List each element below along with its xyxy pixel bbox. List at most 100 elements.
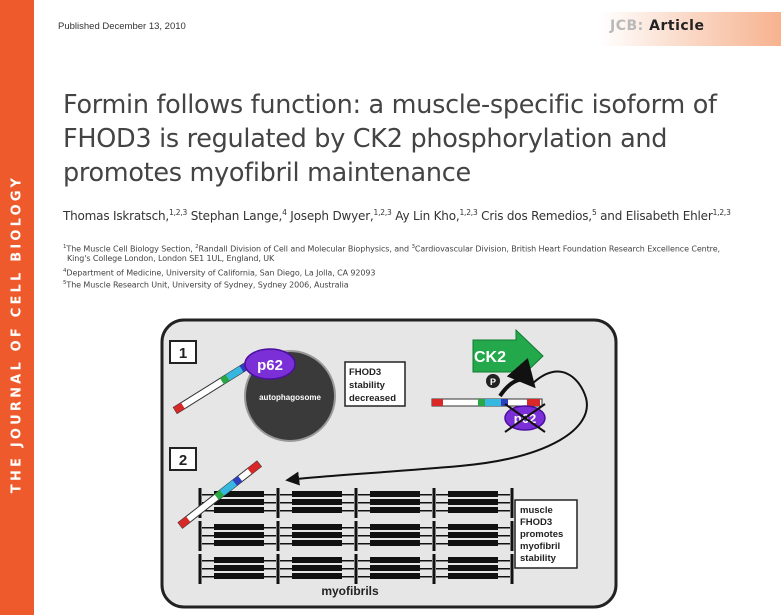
z-disc — [198, 554, 202, 584]
box-text: stability — [349, 380, 386, 391]
thick-filament — [370, 532, 420, 538]
affil-sup: 2 — [195, 244, 199, 250]
thick-filament — [292, 524, 342, 530]
journal-sidebar: THE JOURNAL OF CELL BIOLOGY — [0, 0, 34, 615]
z-disc — [354, 521, 358, 551]
fhod3-phosphorylated — [431, 398, 543, 407]
thick-filament — [448, 524, 498, 530]
author-affil-sup: 1,2,3 — [459, 208, 478, 217]
myofibrils-label: myofibrils — [321, 584, 379, 598]
panel-number-box — [169, 447, 197, 471]
thick-filament — [214, 499, 264, 505]
z-disc — [354, 554, 358, 584]
affil-text: Cardiovascular Division, British Heart F… — [414, 244, 720, 254]
affil-sup: 1 — [63, 244, 67, 250]
journal-brand: JCB: Article — [610, 18, 704, 34]
thick-filament — [370, 499, 420, 505]
title-line: promotes myofibril maintenance — [63, 158, 471, 188]
panel-number-2: 2 — [179, 452, 187, 469]
journal-short: JCB: — [610, 18, 644, 34]
graphical-abstract: 1 autophagosome p62 FHOD3 stability decr… — [160, 318, 618, 609]
author-name: Cris dos Remedios, — [481, 209, 592, 223]
affil-text: The Muscle Cell Biology Section, — [66, 244, 196, 254]
published-date: Published December 13, 2010 — [58, 21, 186, 32]
z-disc — [432, 554, 436, 584]
article-section: Article — [649, 18, 705, 34]
z-disc — [198, 521, 202, 551]
thick-filament — [292, 532, 342, 538]
thick-filament — [292, 491, 342, 497]
thick-filament — [370, 565, 420, 571]
promotes-stability-box — [514, 499, 578, 569]
author-list: Thomas Iskratsch,1,2,3 Stephan Lange,4 J… — [63, 208, 773, 223]
header-band — [600, 12, 781, 46]
affil-text: Randall Division of Cell and Molecular B… — [198, 244, 412, 254]
thick-filament — [370, 573, 420, 579]
affiliation-line: 1The Muscle Cell Biology Section, 2Randa… — [63, 241, 763, 256]
thick-filament — [448, 499, 498, 505]
thick-filament — [448, 540, 498, 546]
thick-filament — [448, 532, 498, 538]
curved-arrow-icon — [498, 357, 536, 398]
phospho-label: P — [490, 377, 496, 387]
thick-filament — [214, 557, 264, 563]
thick-filament — [448, 565, 498, 571]
author-name: Joseph Dwyer, — [290, 209, 374, 223]
affiliation-line: King's College London, London SE1 1UL, E… — [67, 253, 767, 265]
affil-sup: 3 — [411, 244, 415, 250]
thick-filament — [370, 557, 420, 563]
affil-text: Department of Medicine, University of Ca… — [66, 268, 376, 278]
author-name: Stephan Lange, — [190, 209, 283, 223]
thick-filament — [214, 491, 264, 497]
translocation-arrow-icon — [285, 370, 588, 486]
affil-sup: 4 — [63, 268, 67, 274]
affil-text: The Muscle Research Unit, University of … — [66, 280, 349, 290]
box-text: promotes — [520, 529, 563, 540]
author-affil-sup: 1,2,3 — [373, 208, 392, 217]
z-disc — [276, 521, 280, 551]
z-disc — [510, 554, 514, 584]
thick-filament — [370, 507, 420, 513]
z-disc — [510, 521, 514, 551]
thick-filament — [448, 507, 498, 513]
stability-decreased-box — [344, 361, 406, 407]
p62-protein — [244, 348, 296, 380]
thick-filament — [214, 524, 264, 530]
z-disc — [276, 488, 280, 518]
box-text: FHOD3 — [349, 367, 381, 378]
thick-filament — [214, 507, 264, 513]
thick-filament — [448, 557, 498, 563]
box-text: muscle — [520, 505, 553, 516]
affil-sup: 5 — [63, 280, 67, 286]
thick-filament — [214, 573, 264, 579]
phosphate-icon — [486, 374, 500, 388]
thick-filament — [292, 507, 342, 513]
thick-filament — [448, 491, 498, 497]
box-text: FHOD3 — [520, 517, 552, 528]
thick-filament — [214, 540, 264, 546]
autophagosome-label: autophagosome — [259, 393, 321, 402]
box-text: myofibril — [520, 541, 560, 552]
affiliation-line: 4Department of Medicine, University of C… — [63, 265, 763, 280]
thick-filament — [292, 557, 342, 563]
thick-filament — [292, 565, 342, 571]
cross-line — [504, 403, 546, 433]
thick-filament — [448, 573, 498, 579]
thick-filament — [370, 540, 420, 546]
z-disc — [354, 488, 358, 518]
author-affil-sup: 1,2,3 — [712, 208, 731, 217]
thick-filament — [292, 573, 342, 579]
title-line: FHOD3 is regulated by CK2 phosphorylatio… — [63, 124, 668, 154]
author-name: Thomas Iskratsch, — [63, 209, 169, 223]
thick-filament — [370, 524, 420, 530]
author-name: Ay Lin Kho, — [395, 209, 460, 223]
thick-filament — [292, 540, 342, 546]
title-line: Formin follows function: a muscle-specif… — [63, 90, 717, 120]
z-disc — [432, 488, 436, 518]
z-disc — [198, 488, 202, 518]
thick-filament — [214, 565, 264, 571]
thick-filament — [214, 532, 264, 538]
thick-filament — [292, 499, 342, 505]
article-title: Formin follows function: a muscle-specif… — [63, 88, 763, 190]
author-affil-sup: 5 — [591, 208, 597, 217]
